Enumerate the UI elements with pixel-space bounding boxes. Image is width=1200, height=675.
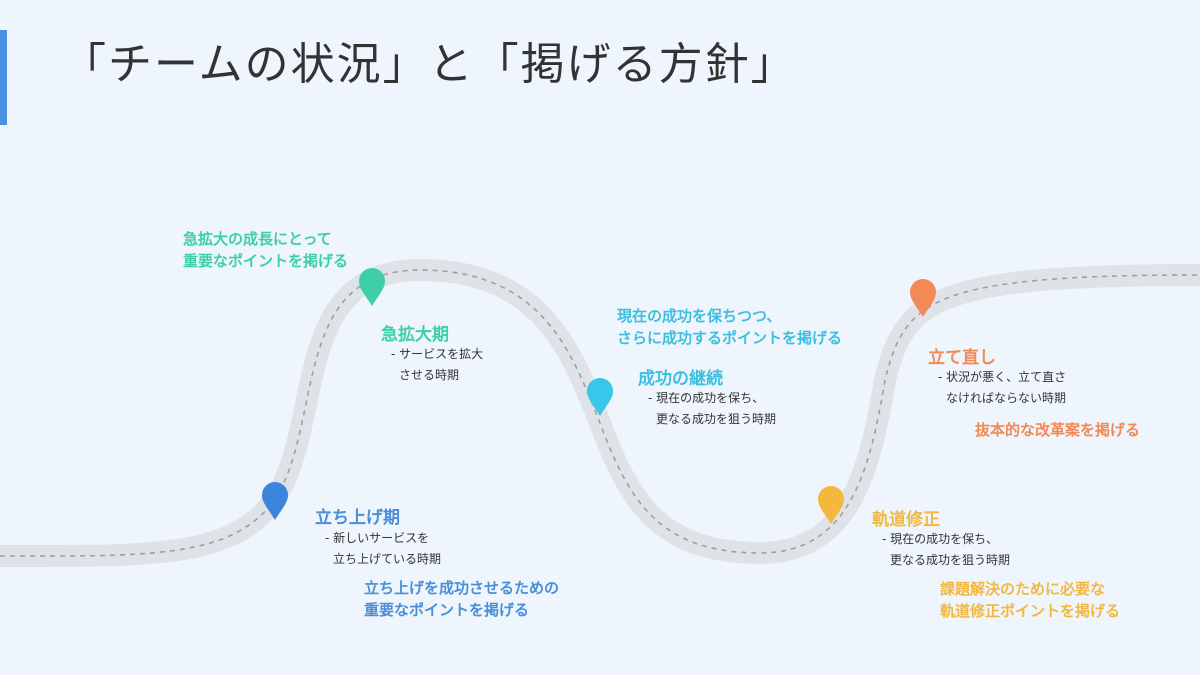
stage-rebuild-callout: 抜本的な改革案を掲げる	[975, 419, 1140, 441]
stage-launch-callout: 立ち上げを成功させるための 重要なポイントを掲げる	[364, 577, 559, 621]
stage-correction-callout-line2: 軌道修正ポイントを掲げる	[940, 602, 1121, 620]
stage-correction-desc-line1: - 現在の成功を保ち、	[882, 532, 999, 546]
pin-launch-icon	[262, 482, 288, 520]
road-centerline	[0, 269, 1200, 557]
stage-launch-desc-line2: 立ち上げている時期	[333, 552, 442, 566]
stage-launch-heading: 立ち上げ期	[315, 508, 400, 528]
stage-continuation-heading: 成功の継続	[638, 369, 723, 389]
stage-correction-desc: - 現在の成功を保ち、 更なる成功を狙う時期	[882, 529, 1010, 571]
page-title: 「チームの状況」と「掲げる方針」	[62, 39, 797, 90]
stage-continuation-callout: 現在の成功を保ちつつ、 さらに成功するポイントを掲げる	[617, 305, 842, 349]
pin-continuation-icon	[587, 378, 613, 416]
stage-expansion-callout: 急拡大の成長にとって 重要なポイントを掲げる	[183, 228, 348, 272]
stage-launch-desc: - 新しいサービスを 立ち上げている時期	[325, 528, 441, 570]
stage-launch-callout-line2: 重要なポイントを掲げる	[364, 601, 530, 619]
stage-correction-callout: 課題解決のために必要な 軌道修正ポイントを掲げる	[940, 578, 1120, 622]
stage-continuation-desc-line1: - 現在の成功を保ち、	[648, 391, 765, 405]
stage-correction-desc-line2: 更なる成功を狙う時期	[890, 553, 1011, 567]
pin-expansion-icon	[359, 268, 385, 306]
title-accent-bar	[0, 30, 7, 125]
stage-launch-callout-line1: 立ち上げを成功させるための	[364, 579, 560, 597]
stage-expansion-callout-line1: 急拡大の成長にとって	[183, 230, 332, 248]
stage-rebuild-callout-line1: 抜本的な改革案を掲げる	[975, 421, 1141, 439]
stage-continuation-callout-line2: さらに成功するポイントを掲げる	[617, 329, 843, 347]
stage-continuation-callout-line1: 現在の成功を保ちつつ、	[617, 307, 782, 325]
stage-rebuild-desc-line2: なければならない時期	[946, 391, 1067, 405]
stage-rebuild-desc-line1: - 状況が悪く、立て直さ	[938, 370, 1067, 384]
stage-continuation-desc: - 現在の成功を保ち、 更なる成功を狙う時期	[648, 388, 776, 430]
stage-launch-desc-line1: - 新しいサービスを	[325, 531, 430, 545]
stage-correction-callout-line1: 課題解決のために必要な	[940, 580, 1106, 598]
stage-expansion-desc-line2: させる時期	[399, 368, 460, 382]
stage-correction-heading: 軌道修正	[872, 510, 940, 530]
stage-continuation-desc-line2: 更なる成功を狙う時期	[656, 412, 777, 426]
stage-expansion-heading: 急拡大期	[381, 325, 449, 345]
pin-rebuild-icon	[910, 279, 936, 317]
stage-expansion-callout-line2: 重要なポイントを掲げる	[183, 252, 349, 270]
stage-rebuild-heading: 立て直し	[928, 348, 996, 368]
pin-correction-icon	[818, 486, 844, 524]
stage-expansion-desc: - サービスを拡大 させる時期	[391, 344, 483, 386]
stage-expansion-desc-line1: - サービスを拡大	[391, 347, 484, 361]
stage-rebuild-desc: - 状況が悪く、立て直さ なければならない時期	[938, 367, 1066, 409]
